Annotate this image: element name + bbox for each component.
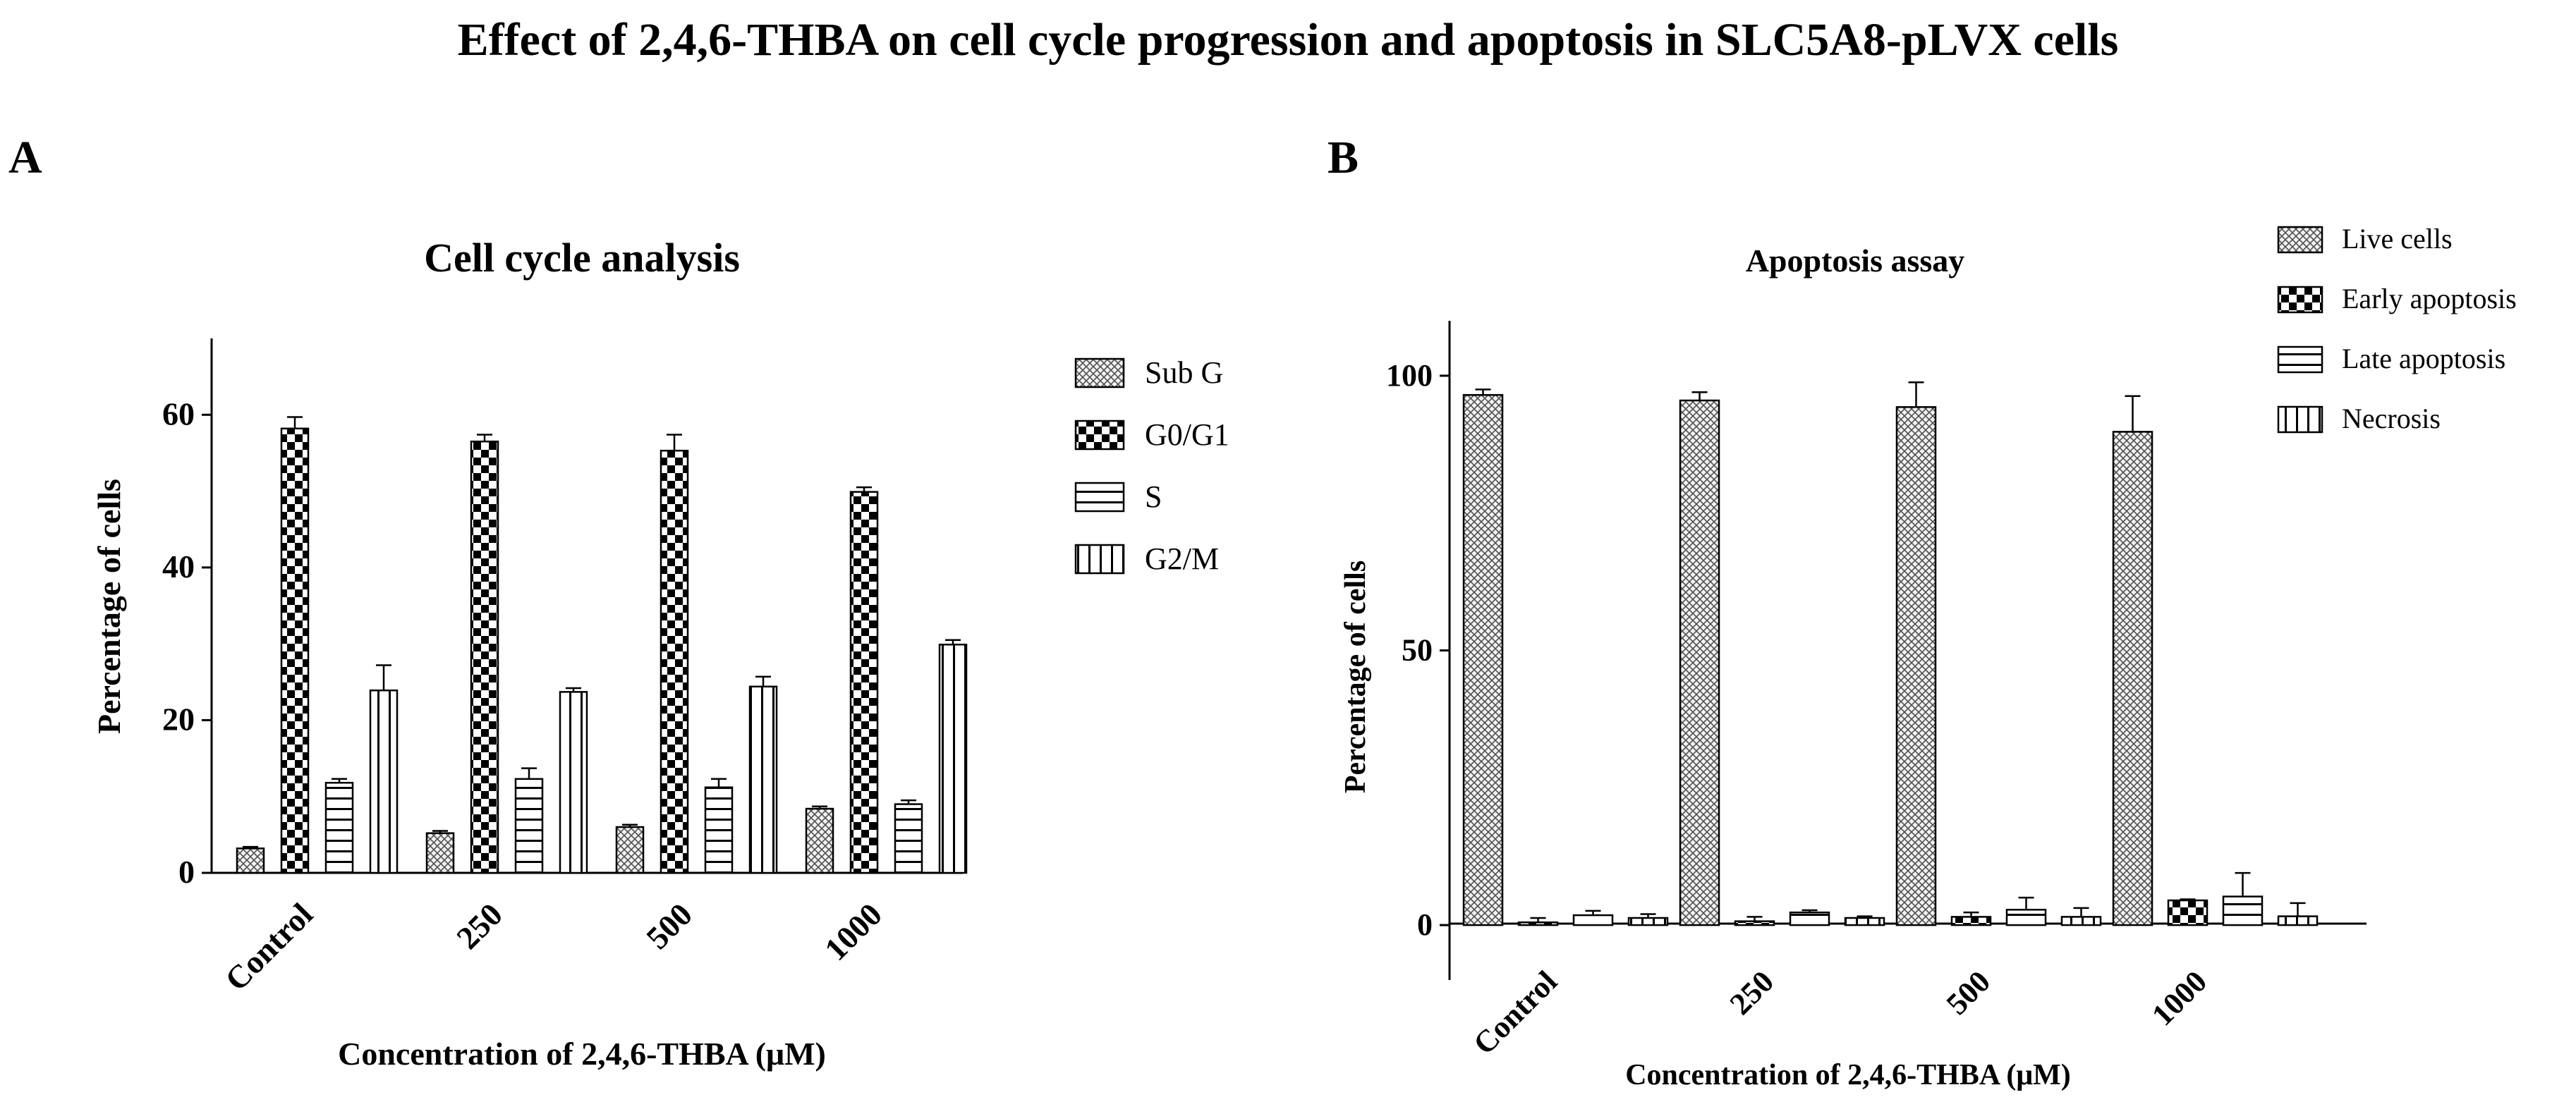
bar-s-500 xyxy=(704,786,734,874)
legend-label-g2-m: G2/M xyxy=(1145,541,1219,576)
bar-early-apoptosis-1000 xyxy=(2167,899,2209,926)
legend-swatch-sub-g xyxy=(1074,357,1125,388)
x-tick-label-250: 250 xyxy=(1723,964,1780,1021)
y-tick-label: 60 xyxy=(162,396,195,431)
bar-sub-g-1000 xyxy=(805,807,834,874)
legend-label-g0-g1: G0/G1 xyxy=(1145,417,1229,452)
legend-swatch-early-apoptosis xyxy=(2277,286,2323,314)
bar-necrosis-500 xyxy=(2060,916,2102,926)
legend-swatch-necrosis xyxy=(2277,405,2323,434)
bar-early-apoptosis-250 xyxy=(1734,920,1775,926)
bar-s-control xyxy=(324,781,354,874)
bar-live-cells-1000 xyxy=(2112,431,2153,926)
bar-early-apoptosis-500 xyxy=(1950,916,1992,926)
legend-swatch-g2-m xyxy=(1074,544,1125,575)
bar-live-cells-250 xyxy=(1679,399,1720,926)
bar-live-cells-control xyxy=(1462,393,1504,926)
x-tick-label-1000: 1000 xyxy=(2145,964,2213,1032)
bar-late-apoptosis-control xyxy=(1572,914,1614,926)
bar-s-250 xyxy=(514,778,544,874)
bar-g0-g1-500 xyxy=(660,449,689,874)
bar-necrosis-control xyxy=(1627,917,1669,926)
legend-label-sub-g: Sub G xyxy=(1145,355,1223,390)
bar-g2-m-500 xyxy=(748,685,778,874)
bar-late-apoptosis-1000 xyxy=(2222,895,2264,926)
legend-label-necrosis: Necrosis xyxy=(2342,403,2441,434)
legend-label-early-apoptosis: Early apoptosis xyxy=(2342,283,2517,314)
legend-swatch-s xyxy=(1074,482,1125,513)
figure-title: Effect of 2,4,6-THBA on cell cycle progr… xyxy=(458,14,2119,66)
bar-necrosis-250 xyxy=(1844,917,1885,926)
chart-title: Cell cycle analysis xyxy=(424,235,740,281)
x-tick-label-250: 250 xyxy=(449,896,509,956)
bar-g2-m-1000 xyxy=(938,643,968,874)
x-axis-label: Concentration of 2,4,6-THBA (μM) xyxy=(1625,1059,2071,1091)
y-tick-label: 40 xyxy=(162,549,195,584)
y-axis-label: Percentage of cells xyxy=(91,479,127,734)
chart-title: Apoptosis assay xyxy=(1746,243,1965,278)
bar-g0-g1-control xyxy=(280,427,310,874)
x-tick-label-1000: 1000 xyxy=(818,896,889,967)
panel-label-a: A xyxy=(8,132,42,183)
x-tick-label-500: 500 xyxy=(1940,964,1997,1021)
y-tick-label: 0 xyxy=(1417,907,1433,942)
panel-label-b: B xyxy=(1328,132,1359,183)
bar-sub-g-500 xyxy=(615,826,645,874)
bar-g0-g1-250 xyxy=(470,440,499,874)
legend-label-live-cells: Live cells xyxy=(2342,223,2453,255)
x-tick-label-control: Control xyxy=(1466,964,1564,1061)
bar-early-apoptosis-control xyxy=(1517,921,1559,926)
x-tick-label-control: Control xyxy=(218,896,320,998)
bar-late-apoptosis-250 xyxy=(1789,911,1830,926)
bar-sub-g-control xyxy=(236,847,265,874)
bar-s-1000 xyxy=(894,803,923,874)
y-tick-label: 20 xyxy=(162,701,195,737)
y-axis-label: Percentage of cells xyxy=(1339,561,1372,793)
bar-sub-g-250 xyxy=(425,832,455,874)
bar-g2-m-250 xyxy=(559,691,588,874)
bar-late-apoptosis-500 xyxy=(2005,909,2047,926)
legend-swatch-g0-g1 xyxy=(1074,420,1125,451)
x-axis-label: Concentration of 2,4,6-THBA (μM) xyxy=(338,1036,826,1072)
legend-swatch-live-cells xyxy=(2277,226,2323,254)
x-tick-label-500: 500 xyxy=(639,896,699,956)
bar-g0-g1-1000 xyxy=(849,491,879,874)
bar-live-cells-500 xyxy=(1895,406,1937,926)
y-tick-label: 50 xyxy=(1402,633,1433,668)
legend-label-s: S xyxy=(1145,479,1162,514)
y-tick-label: 0 xyxy=(178,854,195,890)
legend-label-late-apoptosis: Late apoptosis xyxy=(2342,343,2505,374)
legend-swatch-late-apoptosis xyxy=(2277,345,2323,374)
bar-necrosis-1000 xyxy=(2277,915,2319,926)
y-tick-label: 100 xyxy=(1386,358,1433,393)
bar-g2-m-control xyxy=(369,689,399,874)
